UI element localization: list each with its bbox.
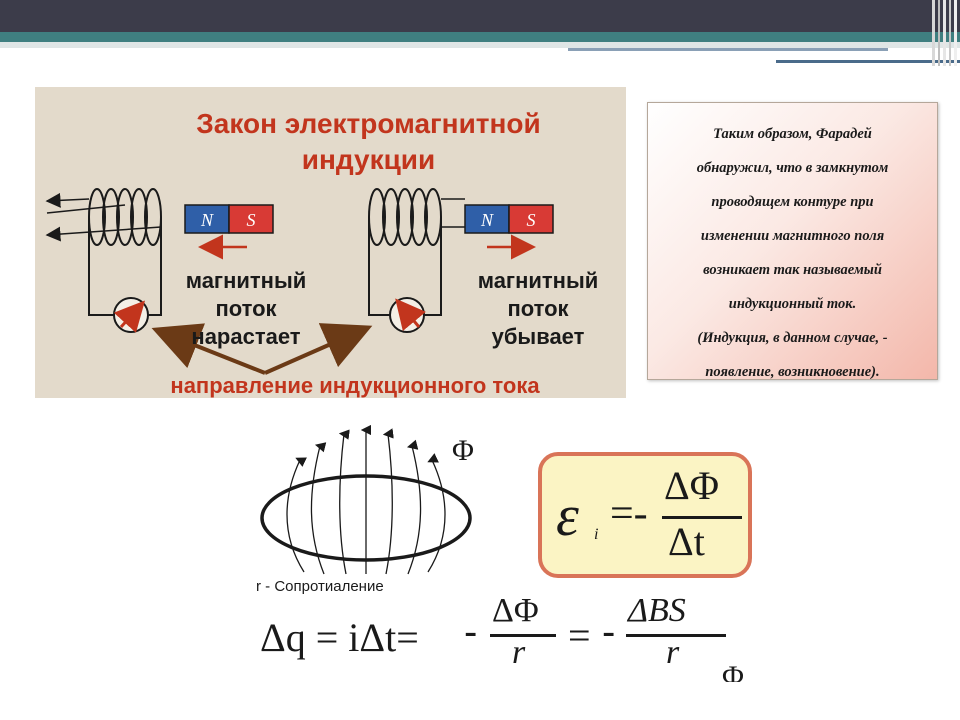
- emf-symbol: ε: [556, 483, 579, 548]
- header-stripes: [932, 0, 957, 66]
- resistance-legend: r - Сопротиаление: [256, 578, 384, 595]
- header-light-bar: [0, 42, 960, 48]
- formulas-panel: Φ ε i =- ΔΦ Δt r - Сопротиаление Δq = iΔ…: [216, 420, 756, 682]
- charge-frac1-bar: [490, 634, 556, 637]
- diagram-title-line2: индукции: [301, 144, 436, 175]
- charge-frac1-den: r: [512, 634, 526, 671]
- emf-equals-minus: =-: [610, 491, 648, 537]
- charge-frac2-num: ΔBS: [628, 592, 686, 629]
- emf-formula-box: ε i =- ΔΦ Δt: [538, 452, 752, 578]
- emf-fraction-bar: [662, 516, 742, 519]
- right-magnet-n-label: N: [480, 210, 494, 230]
- left-flux-label-line: нарастает: [191, 324, 301, 349]
- flux-symbol: Φ: [452, 434, 474, 467]
- header-line: [776, 60, 960, 63]
- charge-frac2-bar: [626, 634, 726, 637]
- diagram-caption: направление индукционного тока: [170, 373, 540, 398]
- left-flux-label-line: поток: [215, 296, 277, 321]
- charge-frac1-num: ΔΦ: [492, 592, 539, 629]
- explanation-line: обнаружил, что в замкнутом: [696, 160, 889, 176]
- right-flux-label: магнитный поток убывает: [463, 267, 613, 351]
- right-flux-label-line: магнитный: [477, 268, 599, 293]
- charge-equals: =: [568, 613, 591, 658]
- trailing-flux-symbol: Φ: [722, 660, 744, 682]
- diagram-title-line1: Закон электромагнитной: [196, 108, 541, 139]
- induction-diagram-panel: N S N S Закон электромагнитной индукции …: [35, 87, 626, 398]
- right-flux-label-line: поток: [507, 296, 569, 321]
- right-magnet-s-label: S: [527, 210, 536, 230]
- left-flux-label: магнитный поток нарастает: [171, 267, 321, 351]
- right-magnet-n: [464, 204, 510, 234]
- right-magnet-s: [508, 204, 554, 234]
- left-magnet-n-label: N: [200, 210, 214, 230]
- emf-numerator: ΔΦ: [664, 463, 719, 508]
- emf-subscript: i: [594, 526, 599, 543]
- explanation-line: изменении магнитного поля: [700, 228, 885, 244]
- explanation-line: индукционный ток.: [728, 296, 857, 312]
- left-flux-label-line: магнитный: [185, 268, 307, 293]
- header-line: [568, 48, 888, 51]
- right-coil: [368, 188, 442, 316]
- explanation-line: появление, возникновение).: [705, 364, 880, 380]
- explanation-line: проводящем контуре при: [711, 194, 874, 210]
- right-flux-label-line: убывает: [491, 324, 585, 349]
- charge-formula-lhs: Δq = iΔt=: [260, 615, 419, 660]
- explanation-textbox: Таким образом, Фарадей обнаружил, что в …: [647, 102, 938, 380]
- explanation-line: (Индукция, в данном случае, -: [697, 330, 888, 346]
- emf-denominator: Δt: [668, 519, 705, 564]
- left-magnet-s-label: S: [247, 210, 256, 230]
- flux-loop-drawing: [260, 424, 472, 575]
- induction-diagram-drawing: N S N S: [45, 188, 554, 375]
- explanation-line: Таким образом, Фарадей: [713, 126, 872, 142]
- left-magnet-n: [184, 204, 230, 234]
- explanation-line: возникает так называемый: [703, 262, 882, 278]
- left-coil: [88, 188, 162, 316]
- header-bar: [0, 0, 960, 32]
- charge-minus-2: -: [602, 610, 616, 654]
- left-magnet-s: [228, 204, 274, 234]
- charge-frac2-den: r: [666, 634, 680, 671]
- charge-minus-1: -: [464, 610, 478, 654]
- header-accent-bar: [0, 32, 960, 42]
